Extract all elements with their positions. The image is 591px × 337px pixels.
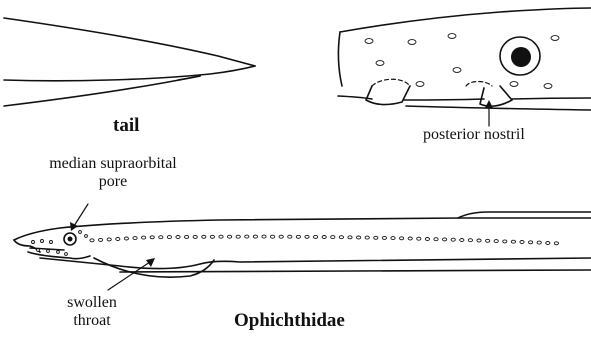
lateral-line-pore xyxy=(408,237,412,240)
lateral-line-pore xyxy=(262,235,266,238)
lateral-line-pore xyxy=(434,238,438,241)
lateral-line-pore xyxy=(150,236,154,239)
lateral-line-pore xyxy=(443,238,447,241)
eel-body-drawing xyxy=(14,212,591,277)
lateral-line-pore xyxy=(193,235,197,238)
lateral-line-pore xyxy=(142,236,146,239)
lateral-line-pore xyxy=(417,237,421,240)
lateral-line-pore xyxy=(167,236,171,239)
swollen-throat-label: swollen throat xyxy=(52,294,132,331)
lateral-line-pore xyxy=(374,236,378,239)
tail-drawing xyxy=(4,18,255,106)
swollen-throat-line1: swollen xyxy=(52,294,132,312)
lateral-line-pore xyxy=(537,241,541,244)
lateral-line-pore xyxy=(210,235,214,238)
lateral-line-pore xyxy=(185,235,189,238)
tail-label: tail xyxy=(113,115,139,137)
lateral-line-pore xyxy=(116,238,120,241)
lateral-line-pore xyxy=(296,235,300,238)
lateral-line-pore xyxy=(503,240,507,243)
lateral-line-pore xyxy=(554,242,558,245)
lateral-line-pore xyxy=(357,236,361,239)
lateral-line-pore xyxy=(494,240,498,243)
lateral-line-pore xyxy=(271,235,275,238)
lateral-line-pore xyxy=(322,236,326,239)
lateral-line-pore xyxy=(520,241,524,244)
lateral-line-pore xyxy=(279,235,283,238)
lateral-line-pore xyxy=(486,239,490,242)
lateral-line-pore xyxy=(305,235,309,238)
family-title: Ophichthidae xyxy=(234,310,345,332)
lateral-line-pore xyxy=(253,235,257,238)
median-supraorbital-pore-label: median supraorbital pore xyxy=(28,155,198,192)
lateral-line-pore xyxy=(133,237,137,240)
lateral-line-pore xyxy=(529,241,533,244)
lateral-line-pore xyxy=(124,237,128,240)
median-supraorbital-pore-line1: median supraorbital xyxy=(28,155,198,173)
lateral-line-pore xyxy=(99,238,103,241)
lateral-line-pore xyxy=(219,235,223,238)
lateral-line-pore xyxy=(400,237,404,240)
lateral-line-pore xyxy=(176,236,180,239)
posterior-nostril-label: posterior nostril xyxy=(423,126,525,144)
lateral-line-pore xyxy=(107,238,111,241)
lateral-line-pore xyxy=(365,236,369,239)
swollen-throat-line2: throat xyxy=(52,312,132,330)
lateral-line-pore xyxy=(339,236,343,239)
swollen-throat-arrow xyxy=(108,258,155,290)
lateral-line-pore xyxy=(477,239,481,242)
lateral-line-pore xyxy=(314,235,318,238)
lateral-line-pore xyxy=(202,235,206,238)
lateral-line-pore xyxy=(348,236,352,239)
lateral-line-pore xyxy=(331,236,335,239)
lateral-line-pore xyxy=(391,237,395,240)
lateral-line-pore xyxy=(90,239,94,242)
lateral-line-pore xyxy=(460,239,464,242)
posterior-nostril-arrow xyxy=(485,100,493,126)
lateral-line-pore xyxy=(159,236,163,239)
lateral-line-pore xyxy=(236,235,240,238)
lateral-line-pore xyxy=(288,235,292,238)
lateral-line-pore xyxy=(425,238,429,241)
lateral-line-pore xyxy=(468,239,472,242)
lateral-line-pore xyxy=(245,235,249,238)
median-supraorbital-pore-line2: pore xyxy=(28,173,198,191)
lateral-line-pore xyxy=(228,235,232,238)
lateral-line-pores xyxy=(90,235,559,245)
lateral-line-pore xyxy=(382,236,386,239)
lateral-line-pore xyxy=(511,240,515,243)
head-drawing xyxy=(338,8,591,110)
lateral-line-pore xyxy=(451,238,455,241)
lateral-line-pore xyxy=(546,242,550,245)
